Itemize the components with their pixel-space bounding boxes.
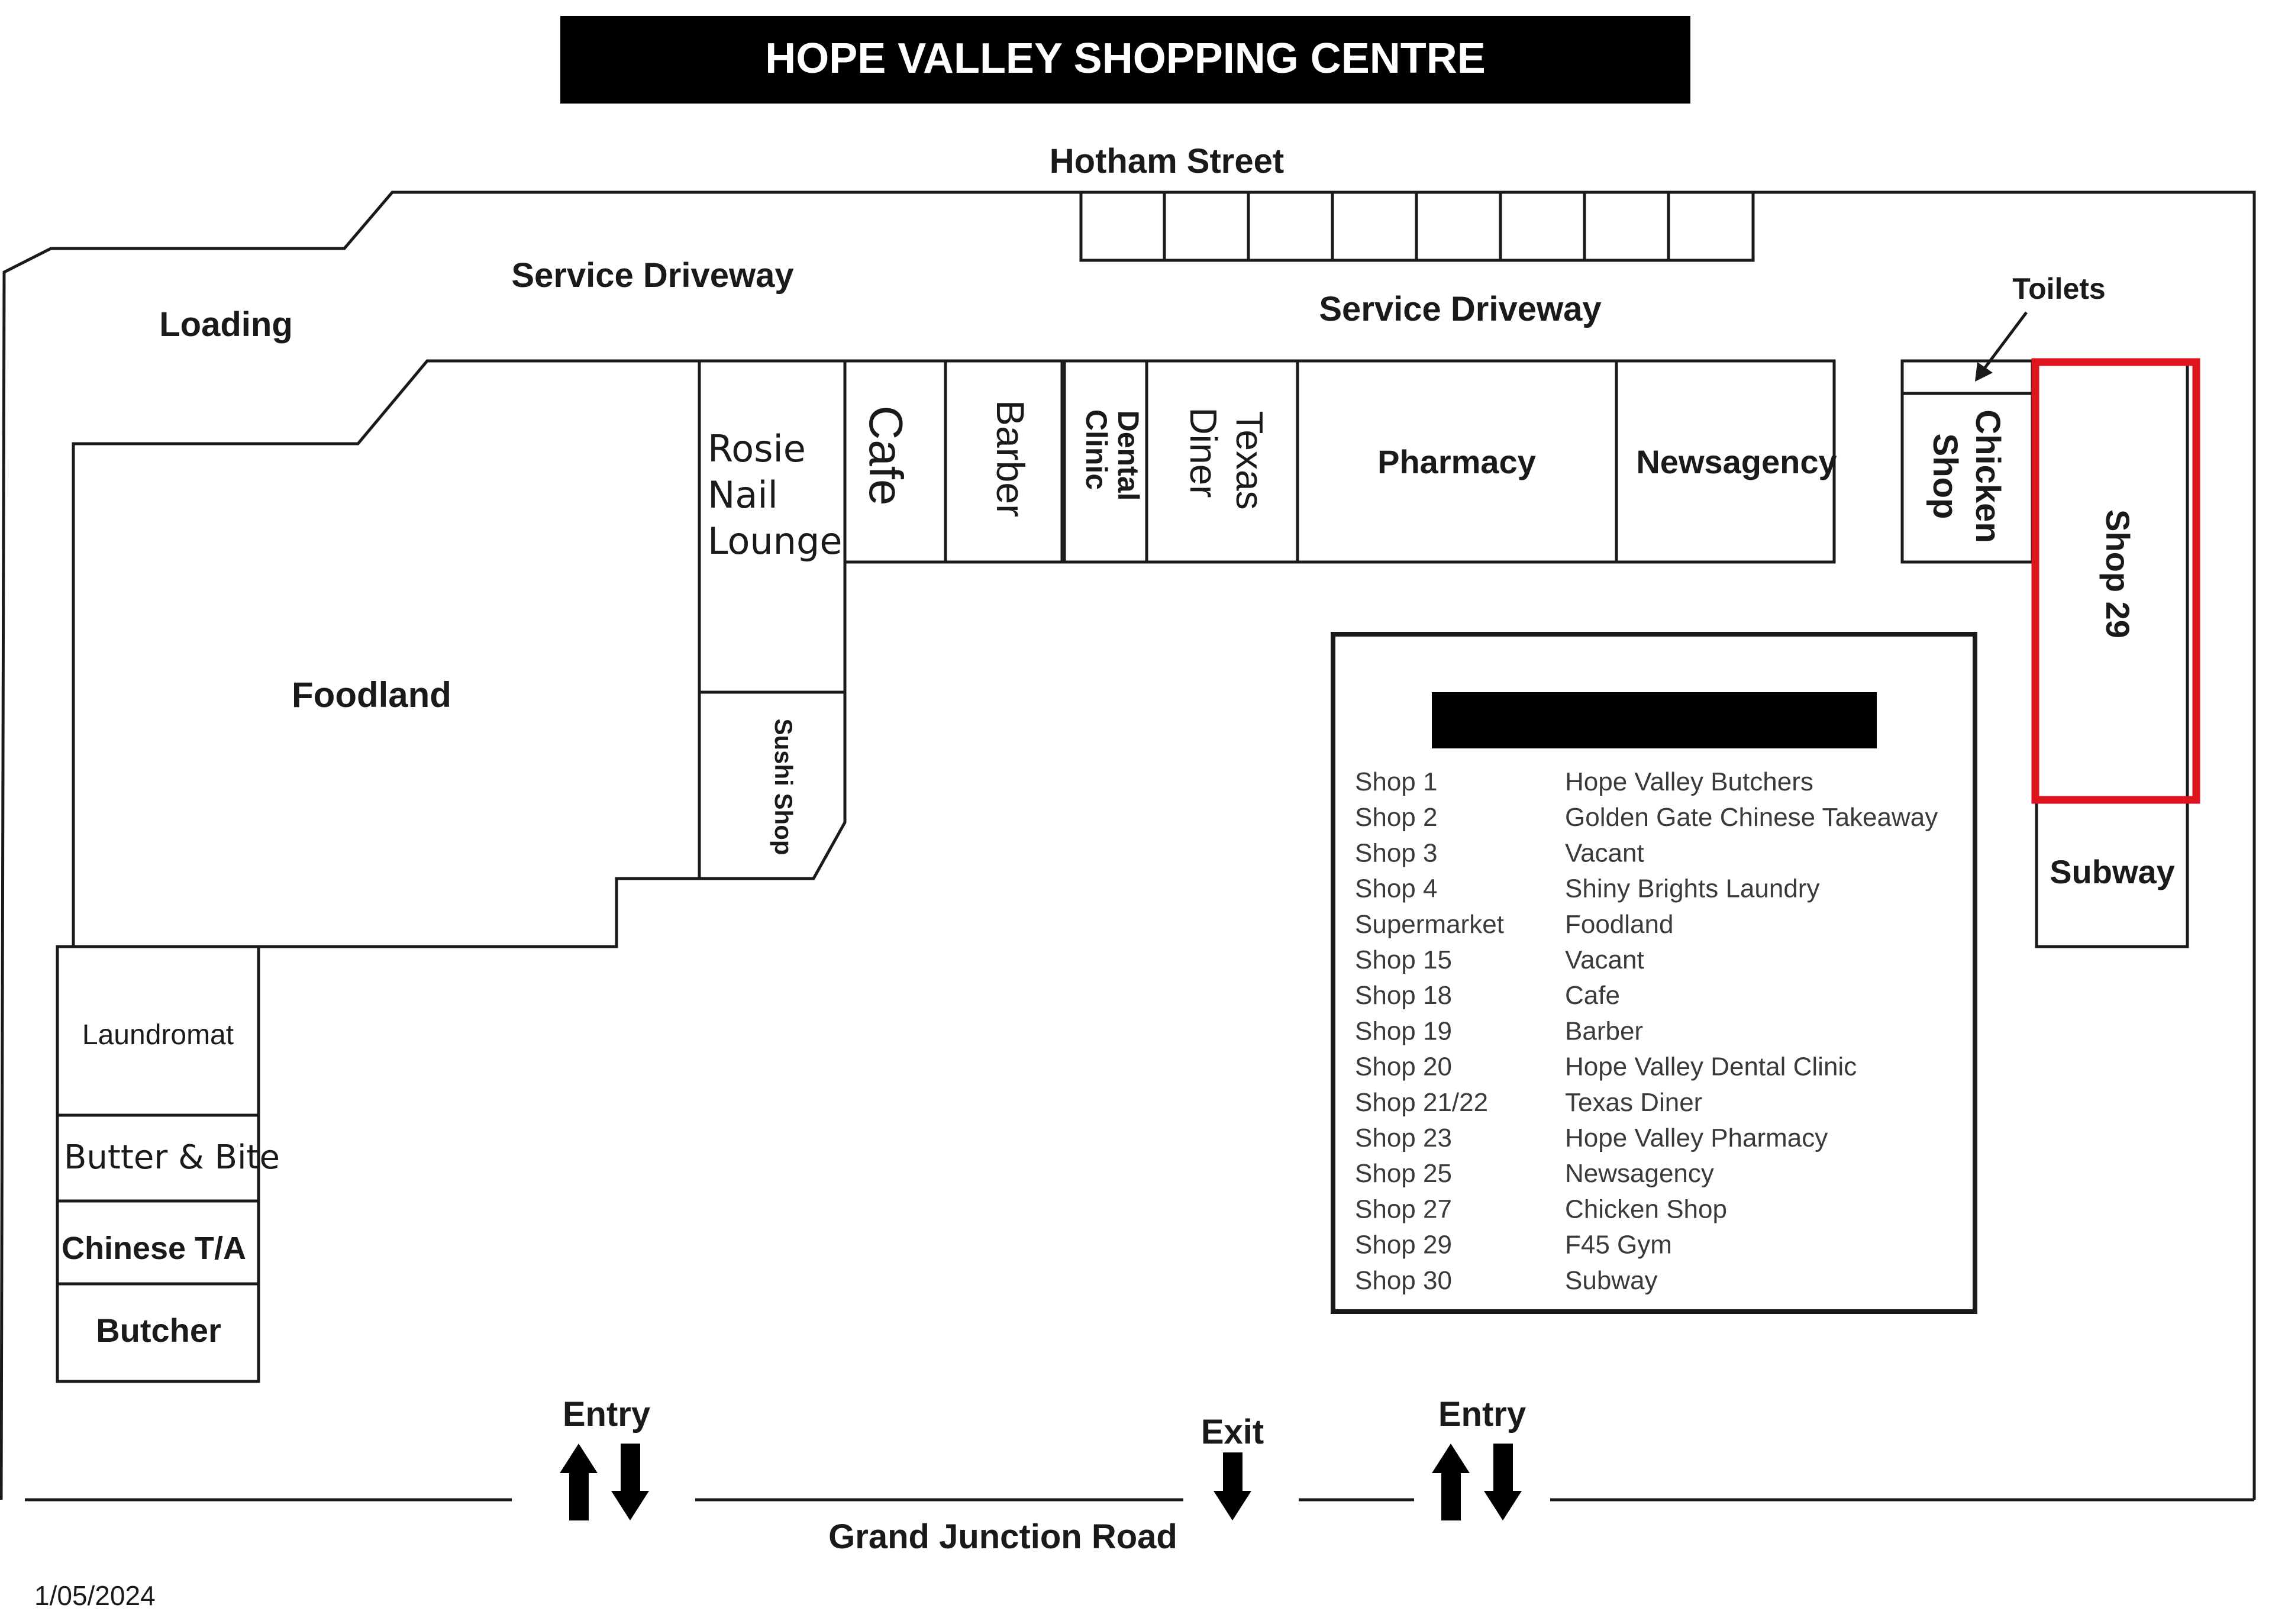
legend-shop-number: Shop 15 [1355,945,1452,974]
legend-tenant: Vacant [1565,838,1644,867]
legend-tenant: Golden Gate Chinese Takeaway [1565,803,1938,832]
dental-label-line1: Dental [1112,411,1145,501]
loading-label: Loading [159,305,293,344]
legend-shop-number: Shop 23 [1355,1123,1452,1152]
legend-shop-number: Shop 2 [1355,803,1437,832]
chicken-shop-block [1900,359,2034,564]
top-shop-row [843,359,1836,564]
legend-shop-number: Shop 19 [1355,1016,1452,1045]
legend-shop-number: Shop 27 [1355,1194,1452,1223]
foodland-label: Foodland [292,675,451,715]
entry-left-label: Entry [563,1395,650,1433]
west-shops-block [56,945,260,1383]
texas-label-line2: Diner [1182,408,1225,498]
entry-right-up-arrow [1432,1444,1470,1520]
legend-shop-number: Shop 4 [1355,874,1437,903]
exit-label: Exit [1201,1413,1264,1451]
legend-shop-number: Shop 30 [1355,1266,1452,1295]
entry-left-down-arrow [611,1444,649,1520]
legend-tenant: Chicken Shop [1565,1194,1727,1223]
butcher-label: Butcher [96,1312,221,1349]
butter-bite-label: Butter & Bite [64,1138,280,1177]
exit-down-arrow [1214,1452,1251,1520]
chinese-label: Chinese T/A [62,1231,246,1266]
entry-left-up-arrow [560,1444,598,1520]
sushi-label: Sushi Shop [770,719,798,855]
chicken-label-line2: Shop [1926,434,1964,519]
service-driveway-left: Service Driveway [511,256,793,295]
rosie-label-line2: Nail [708,473,778,516]
legend-tenant: Hope Valley Pharmacy [1565,1123,1828,1152]
legend-tenant: Cafe [1565,981,1620,1010]
shop29-label: Shop 29 [2099,509,2137,638]
legend-shop-number: Shop 21/22 [1355,1088,1488,1117]
entry-right-down-arrow [1484,1444,1522,1520]
legend-shop-number: Shop 20 [1355,1052,1452,1081]
title-text: HOPE VALLEY SHOPPING CENTRE [765,35,1486,82]
laundromat-label: Laundromat [82,1019,234,1051]
title-banner [560,16,1690,104]
legend-shop-number: Shop 1 [1355,767,1437,796]
legend-tenant: F45 Gym [1565,1231,1672,1260]
legend-tenant: Vacant [1565,945,1644,974]
toilets-arrow [1981,311,2028,373]
legend-tenant: Foodland [1565,910,1673,939]
rosie-label-line3: Lounge [708,519,842,563]
rosie-sushi-block [698,359,847,880]
cafe-label: Cafe [860,406,912,506]
legend-shop-number: Shop 3 [1355,838,1437,867]
street-top: Hotham Street [1050,142,1284,180]
legend-shop-number: Shop 18 [1355,981,1452,1010]
subway-label: Subway [2050,853,2175,890]
rosie-label-line1: Rosie [708,427,806,470]
pharmacy-label: Pharmacy [1377,443,1536,480]
legend-tenant: Texas Diner [1565,1088,1702,1117]
toilets-label: Toilets [2012,272,2105,305]
dental-label-line2: Clinic [1080,409,1113,490]
service-driveway-right: Service Driveway [1319,290,1601,328]
barber-label: Barber [989,400,1032,517]
texas-label-line1: Texas [1228,411,1271,509]
date-label: 1/05/2024 [34,1580,156,1611]
site-boundary [0,191,2256,1500]
shop29-highlight [2031,358,2200,804]
legend-tenant: Newsagency [1565,1159,1714,1188]
legend-shop-number: Shop 29 [1355,1231,1452,1260]
legend-tenant: Hope Valley Butchers [1565,767,1813,796]
legend-shop-number: Shop 25 [1355,1159,1452,1188]
newsagency-label: Newsagency [1636,443,1837,480]
legend-box [1331,632,1977,1314]
chicken-label-line1: Chicken [1968,409,2007,543]
legend-tenant: Subway [1565,1266,1658,1295]
legend-header-bar [1432,692,1877,748]
toilets-arrowhead [1975,362,1993,382]
legend-shop-number: Supermarket [1355,910,1504,939]
legend-tenant: Hope Valley Dental Clinic [1565,1052,1857,1081]
legend-tenant: Shiny Brights Laundry [1565,874,1819,903]
street-bottom: Grand Junction Road [828,1518,1177,1556]
entry-right-label: Entry [1438,1395,1526,1433]
legend-tenant: Barber [1565,1016,1643,1045]
foodland-block [72,359,701,948]
